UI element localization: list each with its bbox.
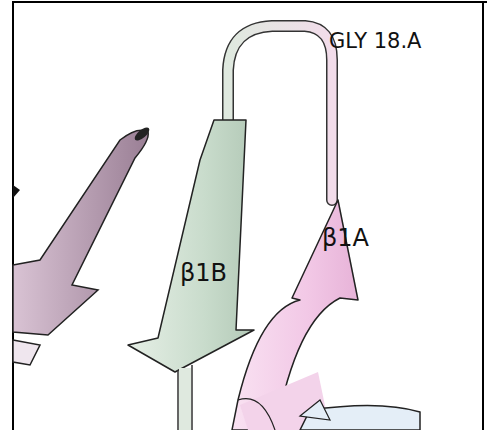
residue-label: GLY 18.A	[329, 31, 421, 52]
strand-label: β1A	[322, 226, 369, 250]
strand-label: β1B	[180, 261, 227, 285]
